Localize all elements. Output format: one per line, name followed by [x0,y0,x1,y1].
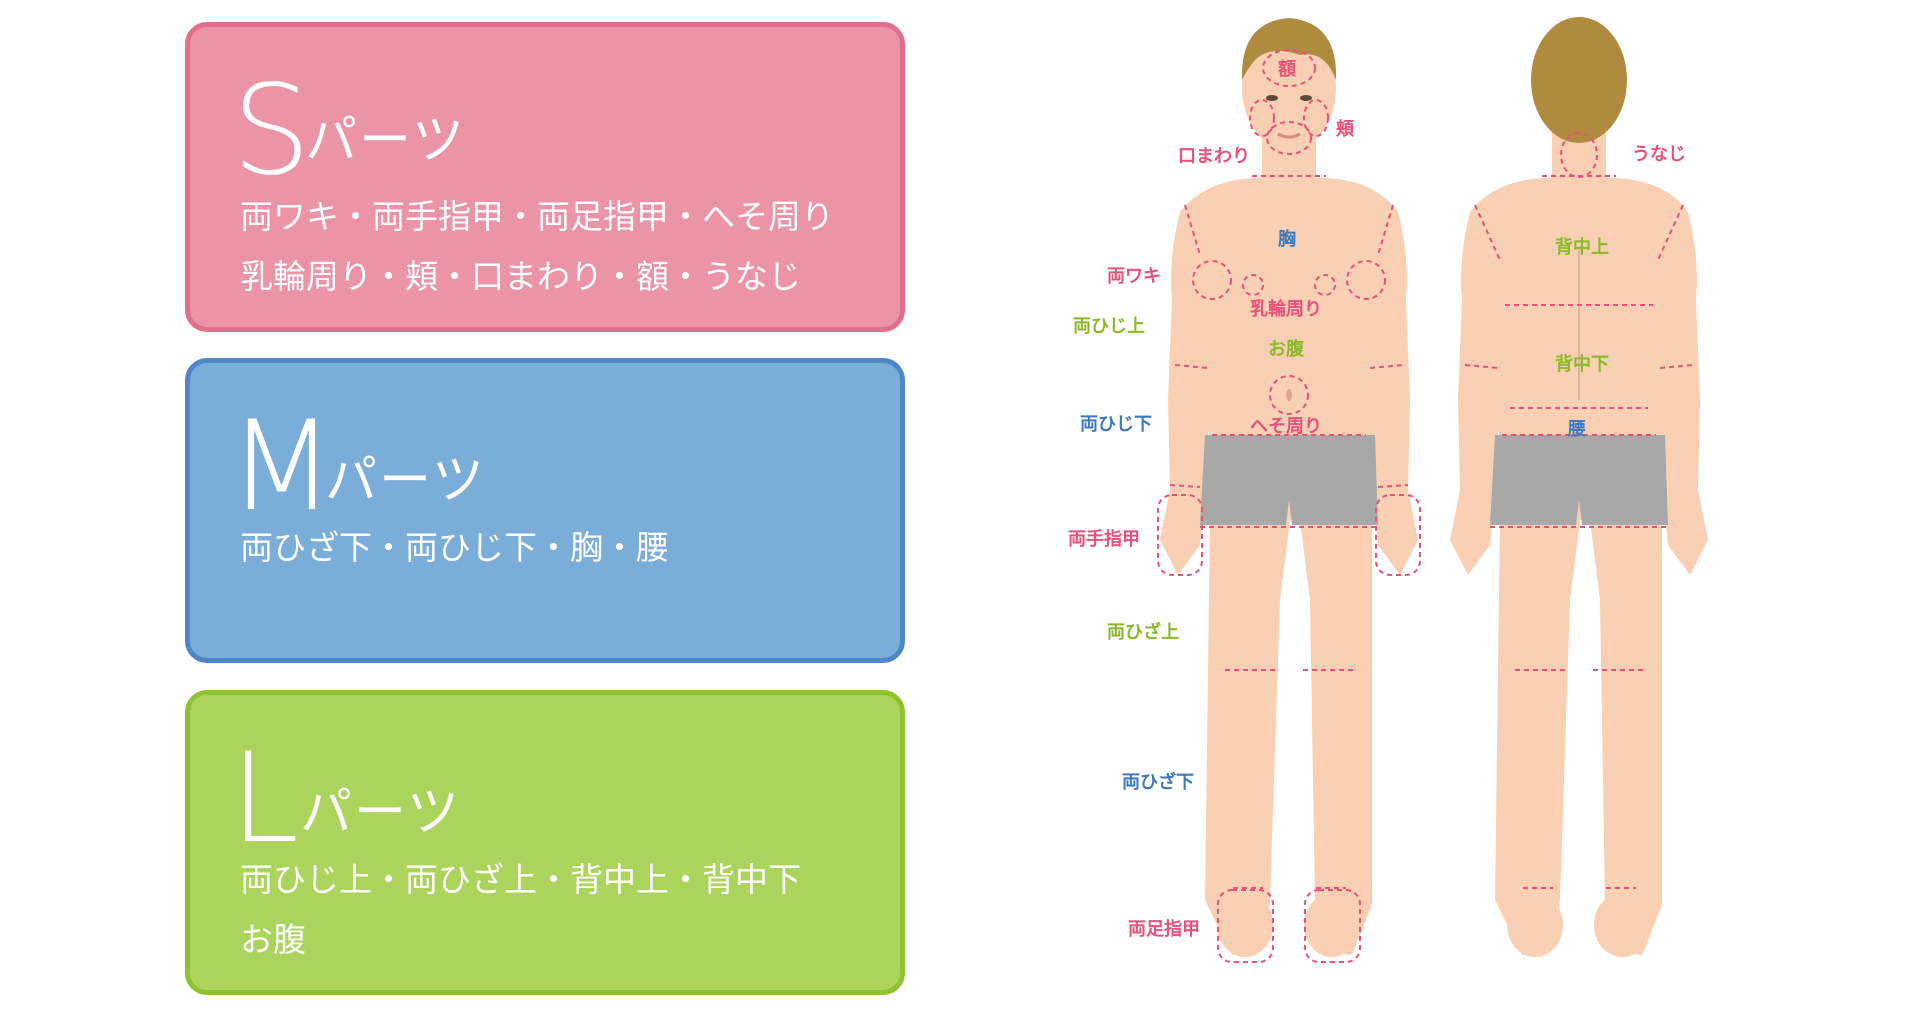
l-parts-card: L パーツ 両ひじ上・両ひざ上・背中上・背中下 お腹 [185,690,905,995]
label-navel: へそ周り [1250,416,1322,437]
m-area-list: 両ひざ下・両ひじ下・胸・腰 [240,518,669,578]
m-parts-word: パーツ [325,451,486,511]
label-upper-back: 背中上 [1555,236,1609,258]
front-left-eye [1266,95,1278,101]
l-area-list: 両ひじ上・両ひざ上・背中上・背中下 お腹 [240,850,801,970]
front-mouth [1277,132,1301,139]
left-elbow-line [1174,364,1209,369]
s-area-line: 乳輪周り・頬・口まわり・額・うなじ [240,257,801,296]
right-elbow-line [1369,364,1404,369]
s-area-list: 両ワキ・両手指甲・両足指甲・へそ周り 乳輪周り・頬・口まわり・額・うなじ [240,187,834,307]
front-right-arm [1363,212,1418,575]
l-area-line: お腹 [240,920,306,959]
back-right-arm [1653,212,1708,575]
label-thigh: 両ひざ上 [1107,621,1179,643]
back-head-hair [1531,17,1627,143]
forehead-marker [1262,49,1316,87]
front-navel [1286,389,1292,401]
label-underarm: 両ワキ [1107,266,1161,287]
s-area-line: 両ワキ・両手指甲・両足指甲・へそ周り [240,197,834,236]
right-underarm-marker [1346,260,1386,300]
back-left-arm [1450,212,1505,575]
left-areola-marker [1242,274,1264,296]
label-lower-back: 背中下 [1555,353,1609,375]
right-foot-marker [1304,889,1361,963]
navel-marker [1269,375,1309,415]
right-areola-marker [1314,274,1336,296]
front-legs [1205,520,1372,955]
front-head [1242,26,1336,150]
right-cheek-marker [1303,99,1329,137]
back-shorts [1490,435,1668,525]
label-hand: 両手指甲 [1068,528,1140,550]
left-underarm-marker [1192,260,1232,300]
front-shorts [1200,435,1378,525]
front-left-foot [1217,893,1273,957]
left-cheek-marker [1249,99,1275,137]
s-parts-word: パーツ [305,111,466,171]
back-left-elbow-line [1464,364,1499,369]
label-forehead: 額 [1277,58,1296,80]
label-upper-arm: 両ひじ上 [1073,316,1145,337]
label-lower-leg: 両ひざ下 [1122,771,1194,793]
region-labels: 額 頬 口まわり 胸 両ワキ 乳輪周り 両ひじ上 お腹 両ひじ下 へそ周り 両手… [1068,58,1686,940]
front-right-foot [1304,893,1360,957]
label-waist: 腰 [1567,419,1586,440]
back-left-foot [1507,893,1563,957]
label-cheek: 頬 [1336,118,1355,140]
m-area-line: 両ひざ下・両ひじ下・胸・腰 [240,528,669,567]
s-parts-card: S パーツ 両ワキ・両手指甲・両足指甲・へそ周り 乳輪周り・頬・口まわり・額・う… [185,22,905,332]
back-right-foot [1594,893,1650,957]
label-mouth: 口まわり [1178,146,1250,167]
region-markers [1157,49,1694,963]
left-foot-marker [1217,889,1274,963]
label-areola: 乳輪周り [1250,298,1322,320]
m-parts-card: M パーツ 両ひざ下・両ひじ下・胸・腰 [185,358,905,663]
back-legs [1495,520,1662,955]
back-right-elbow-line [1659,364,1694,369]
label-nape: うなじ [1632,144,1686,165]
front-right-eye [1300,95,1312,101]
s-size-letter: S [232,59,311,203]
left-hand-marker [1157,494,1203,576]
back-shoulder-left-line [1474,204,1501,261]
body-diagram: 額 頬 口まわり 胸 両ワキ 乳輪周り 両ひじ上 お腹 両ひじ下 へそ周り 両手… [1068,17,1708,963]
right-hand-marker [1375,494,1421,576]
label-chest: 胸 [1278,228,1296,250]
mouth-marker [1266,121,1312,155]
label-forearm: 両ひじ下 [1080,414,1152,435]
l-size-letter: L [230,727,300,871]
l-parts-word: パーツ [300,783,461,843]
back-shoulder-right-line [1657,204,1684,261]
label-belly: お腹 [1268,338,1305,360]
l-area-line: 両ひじ上・両ひざ上・背中上・背中下 [240,860,801,899]
m-size-letter: M [228,395,335,539]
label-foot: 両足指甲 [1128,918,1200,940]
